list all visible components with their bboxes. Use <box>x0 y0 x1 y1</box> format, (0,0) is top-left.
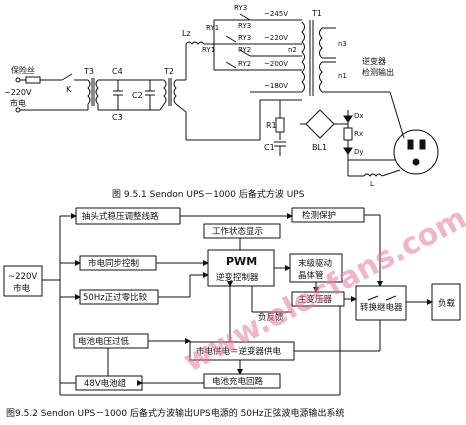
block-mains-input-label-2: 市电 <box>13 283 31 294</box>
block-detect-label: 检测保护 <box>302 210 336 221</box>
circuit-labels: 保险丝 ~220V 市电 K T3 C4 C3 C2 T2 Lz RY1 RY1… <box>4 4 394 188</box>
caption-figure-1: 图 9.5.1 Sendon UPS－1000 后备式方波 UPS <box>112 188 305 200</box>
inverter-output-label-1: 逆变器 <box>362 56 386 66</box>
mains-label: 市电 <box>10 98 26 108</box>
block-pwm-title: PWM <box>226 255 257 268</box>
c3-label: C3 <box>112 113 123 122</box>
n3-label: n3 <box>338 40 347 48</box>
c1-label: C1 <box>264 143 275 152</box>
ry2-label-a: RY2 <box>238 46 251 54</box>
tap-200v-label: ~200V <box>264 60 288 68</box>
block-diagram <box>3 207 461 391</box>
block-driver <box>289 253 343 283</box>
tap-220v-label: ~220V <box>264 34 288 42</box>
tap-245v-label: ~245V <box>264 10 288 18</box>
block-supply-select-label: 市电供电＝逆变器供电 <box>196 346 282 357</box>
lz-label: Lz <box>182 29 191 38</box>
block-mains-input-label-1: ~220V <box>8 272 37 282</box>
block-battery-protect-label: 电池电压过低 <box>78 336 130 347</box>
block-switch-relay-label: 转换继电器 <box>360 302 403 313</box>
l-label: L <box>370 180 374 188</box>
block-zero-cross-label: 50Hz正过零比较 <box>83 292 148 303</box>
t1-label: T1 <box>311 9 322 18</box>
ry1-label-a: RY1 <box>206 24 219 32</box>
c2-label: C2 <box>132 91 143 100</box>
block-charge-label: 电池充电回路 <box>212 376 264 387</box>
fuse-label: 保险丝 <box>11 65 35 75</box>
ry1-label-b: RY1 <box>202 46 215 54</box>
inverter-output-label-2: 检测输出 <box>362 67 394 77</box>
n2-label: n2 <box>288 46 297 54</box>
block-pwm-sub: 逆变控制器 <box>216 272 259 283</box>
t2-label: T2 <box>163 67 174 76</box>
feedback-label: 负反馈 <box>258 312 284 323</box>
switch-k-label: K <box>66 85 72 94</box>
block-driver-label-2: 晶体管 <box>298 270 324 281</box>
block-battery-label: 48V电池组 <box>84 378 127 389</box>
caption-figure-2: 图9.5.2 Sendon UPS－1000 后备式方波输出UPS电源的 50H… <box>6 407 345 419</box>
ry3-label-b: RY3 <box>238 22 251 30</box>
output-socket <box>393 129 439 175</box>
block-labels: 抽头式稳压调整线路 检测保护 工作状态显示 市电同步控制 PWM 逆变控制器 末… <box>8 210 456 389</box>
ry2-label-b: RY2 <box>238 60 251 68</box>
block-main-transformer-label: 主变压器 <box>298 294 333 305</box>
block-status <box>203 223 281 239</box>
t3-label: T3 <box>83 67 94 76</box>
block-connections <box>42 213 433 396</box>
c4-label: C4 <box>112 67 123 76</box>
r1-label: R1 <box>266 121 277 130</box>
dy-label: Dy <box>354 148 364 156</box>
mains-voltage-label: ~220V <box>4 88 32 97</box>
dx-label: Dx <box>354 112 364 120</box>
block-driver-label-1: 末级驱动 <box>298 258 333 269</box>
ry3-label-a: RY3 <box>234 4 247 12</box>
tap-180v-label: ~180V <box>264 82 288 90</box>
bl1-label: BL1 <box>312 143 327 152</box>
block-plug-regulator-label: 抽头式稳压调整线路 <box>82 211 159 222</box>
ry3-label-c: RY3 <box>238 34 251 42</box>
fuse <box>25 76 41 84</box>
rx-label: Rx <box>354 130 363 138</box>
block-load-label: 负载 <box>438 298 456 309</box>
circuit-diagram <box>15 13 439 177</box>
block-mains-sync-label: 市电同步控制 <box>88 258 139 269</box>
block-status-label: 工作状态显示 <box>212 226 263 237</box>
n1-label: n1 <box>338 72 347 80</box>
block-mains-input <box>3 265 43 297</box>
